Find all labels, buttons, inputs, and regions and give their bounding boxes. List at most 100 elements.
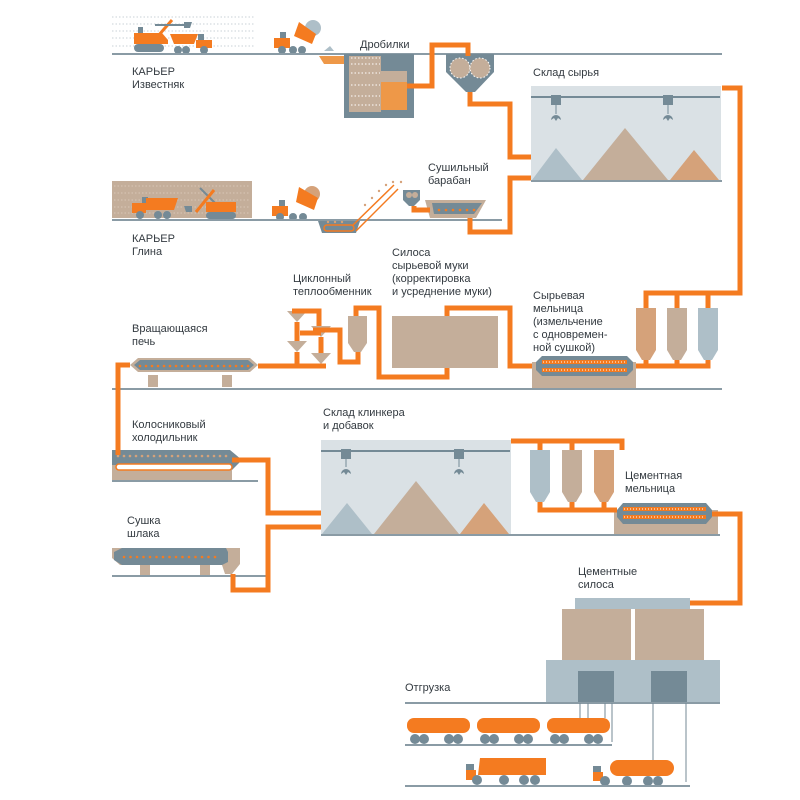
- flow-slag-to-clinker-storage: [230, 524, 321, 593]
- belt-conveyor: [318, 180, 403, 233]
- grate-cooler: Колосниковый холодильник: [112, 419, 242, 480]
- raw-mill-feed-bins: [636, 308, 718, 360]
- material-dot: [210, 364, 214, 368]
- excavator-icon: [184, 187, 236, 219]
- label-preheater-line-1: Циклонный: [293, 273, 351, 285]
- label-clinker-storage-line-2: и добавок: [323, 420, 374, 432]
- material-dot: [194, 454, 198, 458]
- label-raw-mill-line-1: Сырьевая: [533, 290, 585, 302]
- flow-raw-mill-to-silo: [444, 305, 532, 369]
- dump-truck-icon: [132, 197, 178, 219]
- label-cement-mill-line-1: Цементная: [625, 470, 682, 482]
- material-dot: [158, 454, 162, 458]
- material-dot: [181, 555, 184, 559]
- material-dot: [218, 454, 222, 458]
- rail-tank-car-icon: [407, 718, 470, 744]
- wheel: [480, 734, 490, 744]
- material-dot: [176, 454, 180, 458]
- wheel: [410, 734, 420, 744]
- material-dot: [168, 555, 171, 559]
- rail-tank-car-icon: [547, 718, 610, 744]
- tipping-truck-icon: [272, 186, 320, 221]
- limestone-quarry: КАРЬЕР Известняк: [112, 16, 722, 91]
- flow-preheater-loop: [292, 308, 324, 366]
- wheel: [444, 734, 454, 744]
- label-raw-mill-line-3: (измельчение: [533, 316, 603, 328]
- clay-quarry: КАРЬЕР Глина: [112, 181, 502, 258]
- material-dot: [246, 364, 250, 368]
- material-dot: [162, 364, 166, 368]
- homogenizing-cyclone: [348, 316, 367, 352]
- roller-crusher: [446, 54, 494, 92]
- flow-roller-to-storage: [467, 92, 531, 160]
- material-flow-lines: [115, 42, 743, 606]
- flow-cement-mill-to-silos: [690, 511, 743, 606]
- rail-tank-car-icon: [477, 718, 540, 744]
- drying-drum: Сушильный барабан: [403, 162, 489, 218]
- label-cement-silos-line-2: силоса: [578, 579, 615, 591]
- wheel: [593, 734, 603, 744]
- label-kiln-line-2: печь: [132, 336, 155, 348]
- label-dryer-line-1: Сушильный: [428, 162, 489, 174]
- label-raw-silo-line-2: сырьевой муки: [392, 260, 469, 272]
- label-quarry-clay-title: КАРЬЕР: [132, 233, 175, 245]
- crane-icon: [663, 95, 673, 121]
- material-dot: [138, 364, 142, 368]
- excavator-icon: [134, 19, 192, 52]
- material-dot: [156, 364, 160, 368]
- material-dot: [204, 364, 208, 368]
- pile-clay: [583, 128, 668, 180]
- wheel: [550, 734, 560, 744]
- label-raw-mill-line-4: с одновремен-: [533, 329, 608, 341]
- flow-silo-to-preheater: [353, 305, 450, 380]
- label-raw-silo-line-1: Силоса: [392, 247, 431, 259]
- shipping: Отгрузка: [405, 682, 720, 787]
- material-dot: [170, 454, 174, 458]
- material-dot: [192, 364, 196, 368]
- label-cement-silos-line-1: Цементные: [578, 566, 637, 578]
- material-dot: [207, 555, 210, 559]
- material-dot: [228, 364, 232, 368]
- material-dot: [168, 364, 172, 368]
- flow-dryer-to-storage: [467, 175, 531, 235]
- label-slag-dryer-line-2: шлака: [127, 528, 160, 540]
- crusher-hopper: [319, 56, 351, 64]
- crane-icon: [341, 449, 351, 475]
- material-dot: [194, 555, 197, 559]
- material-dot: [206, 454, 210, 458]
- rotary-kiln: Вращающаяся печь: [130, 323, 258, 387]
- material-dot: [129, 555, 132, 559]
- material-dot: [200, 555, 204, 559]
- label-quarry-limestone-material: Известняк: [132, 79, 184, 91]
- label-shipping: Отгрузка: [405, 682, 451, 694]
- material-dot: [150, 364, 154, 368]
- cement-mill-feed-bins: [530, 450, 614, 502]
- flow-cyclone-to-preheater: [313, 327, 361, 365]
- material-dot: [224, 454, 228, 458]
- material-dot: [144, 364, 148, 368]
- wheel: [453, 734, 463, 744]
- tipping-truck-icon: [274, 20, 334, 54]
- cement-silos: Цементные силоса: [546, 566, 720, 702]
- pile-slag: [322, 503, 372, 534]
- label-preheater-line-2: теплообменник: [293, 286, 372, 298]
- wheel: [489, 734, 499, 744]
- label-crushers: Дробилки: [360, 39, 410, 51]
- label-raw-silo-line-4: и усреднение муки): [392, 286, 492, 298]
- label-dryer-line-2: барабан: [428, 175, 471, 187]
- material-dot: [128, 454, 132, 458]
- dump-truck-icon: [466, 758, 546, 785]
- dump-truck-icon: [170, 34, 212, 54]
- pile-clinker: [374, 481, 459, 534]
- material-dot: [174, 364, 178, 368]
- material-dot: [148, 555, 152, 559]
- label-cement-mill-line-2: мельница: [625, 483, 676, 495]
- wheel: [559, 734, 569, 744]
- wheel: [514, 734, 524, 744]
- material-dot: [116, 454, 120, 458]
- material-dot: [213, 555, 217, 559]
- material-dot: [146, 454, 150, 458]
- label-quarry-limestone-title: КАРЬЕР: [132, 66, 175, 78]
- material-dot: [234, 364, 238, 368]
